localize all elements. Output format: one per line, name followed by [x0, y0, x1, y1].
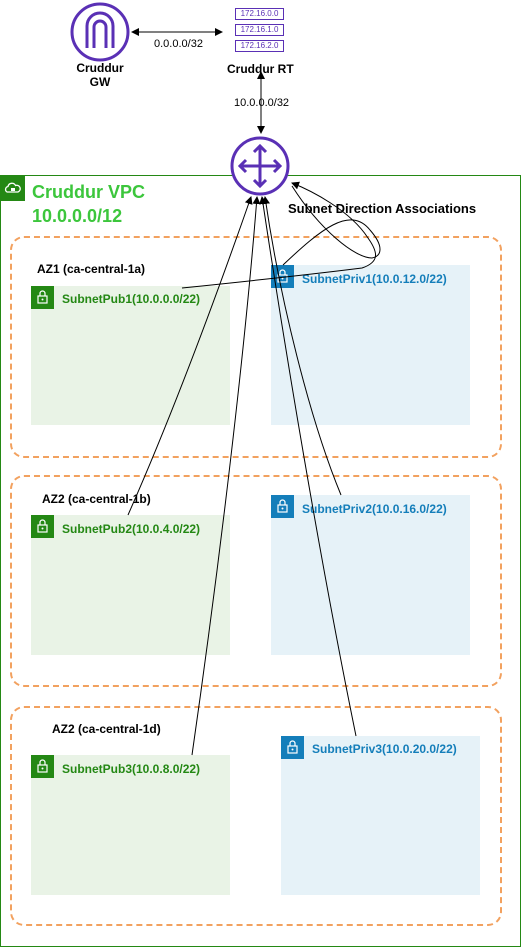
internet-gateway-icon: [70, 2, 130, 62]
gateway-label: Cruddur GW: [76, 61, 124, 89]
az-label: AZ2 (ca-central-1d): [52, 722, 161, 736]
lock-icon: [271, 495, 294, 518]
public-subnet-label: SubnetPub3(10.0.8.0/22): [62, 762, 201, 776]
az-label: AZ1 (ca-central-1a): [37, 262, 146, 276]
lock-icon: [31, 755, 54, 778]
lock-icon: [31, 286, 54, 309]
private-subnet-label: SubnetPriv2(10.0.16.0/22): [302, 502, 447, 516]
private-subnet: [281, 736, 480, 895]
vpc-title: Cruddur VPC: [32, 182, 146, 202]
public-subnet-label: SubnetPub1(10.0.0.0/22): [62, 292, 201, 306]
route-entry: 172.16.2.0: [235, 40, 284, 52]
lock-icon: [281, 736, 304, 759]
route-entry-text: 172.16.0.0: [240, 9, 279, 18]
public-subnet-label: SubnetPub2(10.0.4.0/22): [62, 522, 201, 536]
private-subnet-label: SubnetPriv3(10.0.20.0/22): [312, 742, 457, 756]
public-subnet: [31, 515, 230, 655]
vpc-cidr: 10.0.0.0/12: [32, 206, 123, 226]
route-entry: 172.16.0.0: [235, 8, 284, 20]
public-subnet: [31, 755, 230, 895]
private-subnet: [271, 495, 470, 655]
router-icon: [230, 136, 290, 196]
cloud-lock-icon: [0, 176, 25, 201]
associations-label: Subnet Direction Associations: [288, 201, 477, 216]
lock-icon: [31, 515, 54, 538]
route-table-label: Cruddur RT: [227, 62, 294, 76]
edge-label: 10.0.0.0/32: [234, 97, 290, 109]
private-subnet-label: SubnetPriv1(10.0.12.0/22): [302, 272, 447, 286]
az-label: AZ2 (ca-central-1b): [42, 492, 151, 506]
edge-label: 0.0.0.0/32: [154, 38, 203, 50]
route-entry: 172.16.1.0: [235, 24, 284, 36]
route-table-icon: 172.16.0.0 172.16.1.0 172.16.2.0: [235, 8, 284, 56]
lock-icon: [271, 265, 294, 288]
public-subnet: [31, 286, 230, 425]
route-entry-text: 172.16.2.0: [240, 41, 279, 50]
route-entry-text: 172.16.1.0: [240, 25, 279, 34]
private-subnet: [271, 265, 470, 425]
